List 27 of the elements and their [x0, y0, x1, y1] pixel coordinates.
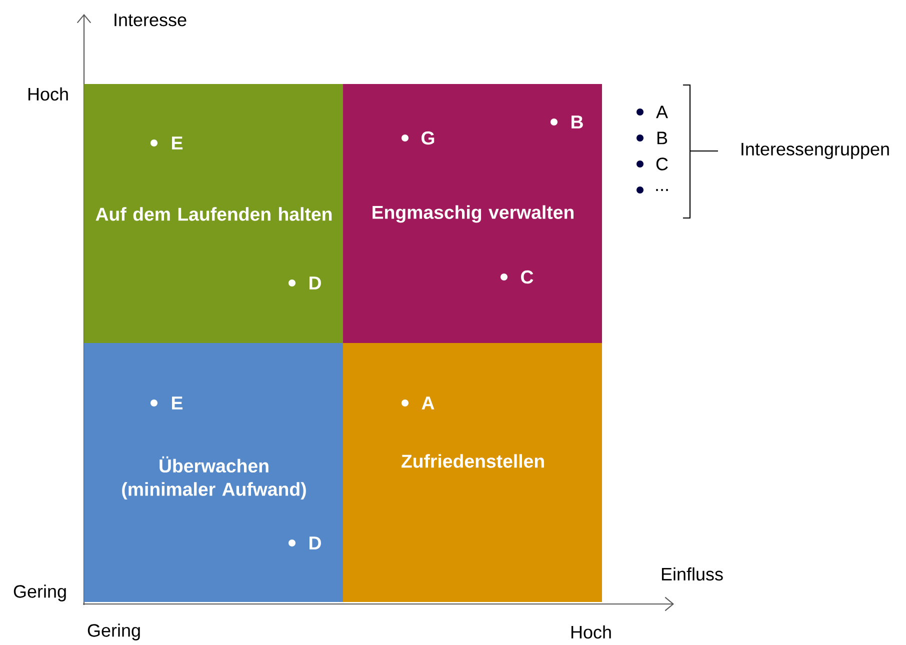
axis-label: Gering — [88, 624, 140, 640]
bracket-label: Interessengruppen — [742, 142, 889, 160]
node-label: E — [172, 396, 183, 410]
node-label: B — [572, 116, 583, 128]
node-label: E — [172, 136, 183, 150]
stakeholder-point: A — [402, 396, 434, 410]
node-label: G — [422, 131, 434, 145]
node-label: C — [521, 270, 534, 284]
stakeholder-point: D — [288, 536, 321, 550]
axis-label: Gering — [14, 584, 66, 602]
stakeholder-point: C — [500, 270, 534, 284]
axis-label: Hoch — [28, 87, 68, 101]
list-item: B — [657, 132, 668, 144]
stakeholder-point: B — [550, 116, 583, 128]
stakeholder-point: D — [288, 276, 321, 290]
node-label: A — [422, 396, 434, 410]
stakeholder-point: G — [402, 131, 434, 145]
stakeholder-point: E — [150, 136, 183, 150]
axis-label: Einfluss — [662, 567, 723, 581]
list-item: C — [656, 158, 668, 170]
node-label: D — [310, 536, 321, 550]
list-item: A — [656, 106, 668, 118]
node-label: D — [310, 276, 321, 290]
axis-label: Hoch — [571, 625, 611, 639]
axis-label: Interesse — [114, 14, 186, 26]
list-item: ... — [656, 189, 668, 191]
stakeholder-point: E — [150, 396, 183, 410]
